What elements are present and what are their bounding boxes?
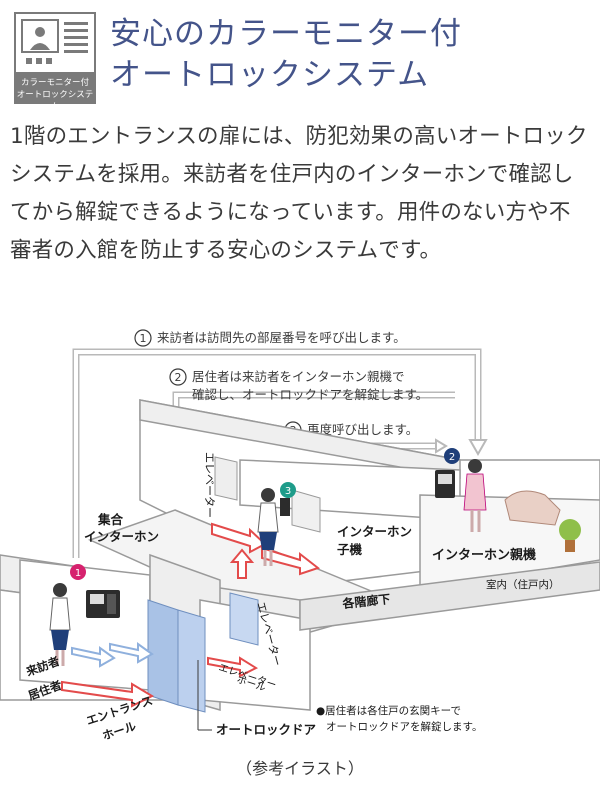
step2-text-line2: 確認し、オートロックドアを解錠します。: [192, 387, 428, 402]
autolock-door: [147, 599, 206, 713]
unit-door: [291, 489, 321, 533]
badge-step3: [280, 482, 296, 498]
title-line1: 安心のカラーモニター付: [110, 16, 462, 52]
visitor-person: [49, 583, 71, 666]
arrow-head-step3: [435, 438, 448, 454]
step2-number: 2: [175, 371, 182, 384]
badge-step1: [70, 564, 86, 580]
intro-line: システムを採用。来訪者を住戸内のインターホンで確認し: [10, 162, 574, 187]
badge-step1-num: 1: [75, 568, 81, 579]
label-shugo-line1: 集合: [97, 512, 124, 527]
building-illustration: 1 来訪者は訪問先の部屋番号を呼び出します。 2 居住者は来訪者をインターホン親…: [0, 329, 600, 743]
resident-person-corridor: [257, 488, 279, 566]
step2-text-line1: 居住者は来訪者をインターホン親機で: [192, 369, 405, 384]
resident-person-room: [463, 459, 487, 532]
label-interphone-child-line2: 子機: [337, 542, 363, 557]
step3-text: 再度呼び出します。: [307, 422, 418, 437]
autolock-logo: カラーモニター付 オートロックシステム: [14, 12, 96, 112]
logo-caption-line2: オートロックシステム: [16, 90, 94, 112]
resident-path: [61, 656, 259, 708]
elevator-upper: [214, 456, 238, 501]
interphone-child-device: [280, 498, 290, 516]
elevator-lower: [229, 592, 259, 646]
arrow-head-step1: [468, 439, 488, 457]
resident-path-upper: [211, 522, 321, 579]
sofa: [504, 490, 561, 526]
intro-line: 審者の入館を防止する安心のシステムです。: [10, 238, 442, 263]
label-note-line2: オートロックドアを解錠します。: [326, 720, 482, 733]
interphone-parent-device: [435, 470, 455, 498]
badge-step2-num: 2: [449, 452, 455, 463]
intro-line: てから解錠できるようになっています。用件のない方や不: [10, 200, 571, 225]
title-line2: オートロックシステム: [110, 57, 430, 93]
step1-text: 来訪者は訪問先の部屋番号を呼び出します。: [157, 330, 406, 345]
shugo-intercom-device: [86, 590, 120, 618]
logo-caption: カラーモニター付 オートロックシステム: [14, 74, 96, 112]
label-room: 室内（住戸内）: [486, 578, 560, 591]
logo-caption-line1: カラーモニター付: [20, 78, 89, 88]
header: カラーモニター付 オートロックシステム 安心のカラーモニター付 オートロックシス…: [0, 0, 600, 112]
label-note-line1: ●居住者は各住戸の玄関キーで: [316, 704, 461, 717]
badge-step2: [444, 448, 460, 464]
intro-line: 1階のエントランスの扉には、防犯効果の高いオートロック: [10, 124, 588, 149]
plant: [559, 519, 581, 552]
page-title: 安心のカラーモニター付 オートロックシステム: [110, 14, 462, 96]
step1-label: 1 来訪者は訪問先の部屋番号を呼び出します。: [134, 329, 406, 347]
intro-paragraph: 1階のエントランスの扉には、防犯効果の高いオートロック システムを採用。来訪者を…: [10, 118, 595, 270]
label-shugo-line2: インターホン: [84, 529, 159, 544]
step1-number: 1: [140, 332, 147, 345]
badge-step3-num: 3: [285, 486, 291, 497]
step2-label: 2 居住者は来訪者をインターホン親機で 確認し、オートロックドアを解錠します。: [169, 368, 428, 402]
intercom-monitor-icon: [14, 12, 96, 74]
illustration-caption: （参考イラスト）: [236, 759, 364, 778]
label-autolock-door: オートロックドア: [216, 722, 316, 737]
visitor-path: [71, 642, 154, 668]
label-elevator-upper: エレベーター: [203, 452, 216, 518]
autolock-diagram: 1 来訪者は訪問先の部屋番号を呼び出します。 2 居住者は来訪者をインターホン親…: [0, 300, 600, 743]
label-corridor: 各階廊下: [341, 591, 391, 611]
label-interphone-parent: インターホン親機: [432, 547, 536, 563]
label-interphone-child-line1: インターホン: [337, 524, 412, 539]
